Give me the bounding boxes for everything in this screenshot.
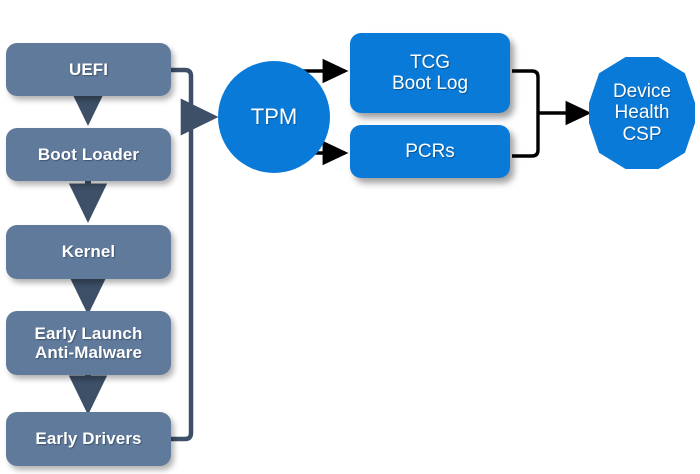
boot-step-early-drivers[interactable]: Early Drivers (6, 412, 171, 466)
artifact-pcrs[interactable]: PCRs (350, 125, 510, 178)
boot-step-kernel-label: Kernel (61, 242, 116, 262)
artifact-tcg-boot-log[interactable]: TCG Boot Log (350, 33, 510, 113)
boot-step-early-launch-anti-malware[interactable]: Early Launch Anti-Malware (6, 311, 171, 375)
artifact-pcrs-label: PCRs (405, 140, 455, 162)
device-health-csp-label: Device Health CSP (612, 81, 672, 145)
boot-step-kernel[interactable]: Kernel (6, 225, 171, 279)
tpm-node[interactable]: TPM (218, 61, 330, 173)
boot-step-uefi[interactable]: UEFI (6, 43, 171, 96)
tpm-node-label: TPM (250, 103, 298, 129)
boot-chain-to-tpm-bracket (170, 67, 194, 442)
boot-step-uefi-label: UEFI (68, 59, 109, 79)
device-health-csp-node[interactable]: Device Health CSP (589, 57, 695, 169)
boot-step-boot-loader-label: Boot Loader (37, 144, 140, 164)
boot-step-early-launch-anti-malware-label: Early Launch Anti-Malware (34, 323, 143, 362)
boot-step-early-drivers-label: Early Drivers (35, 429, 142, 449)
artifacts-to-csp-bracket (512, 69, 540, 158)
artifact-tcg-boot-log-label: TCG Boot Log (391, 51, 469, 94)
boot-step-boot-loader[interactable]: Boot Loader (6, 128, 171, 181)
